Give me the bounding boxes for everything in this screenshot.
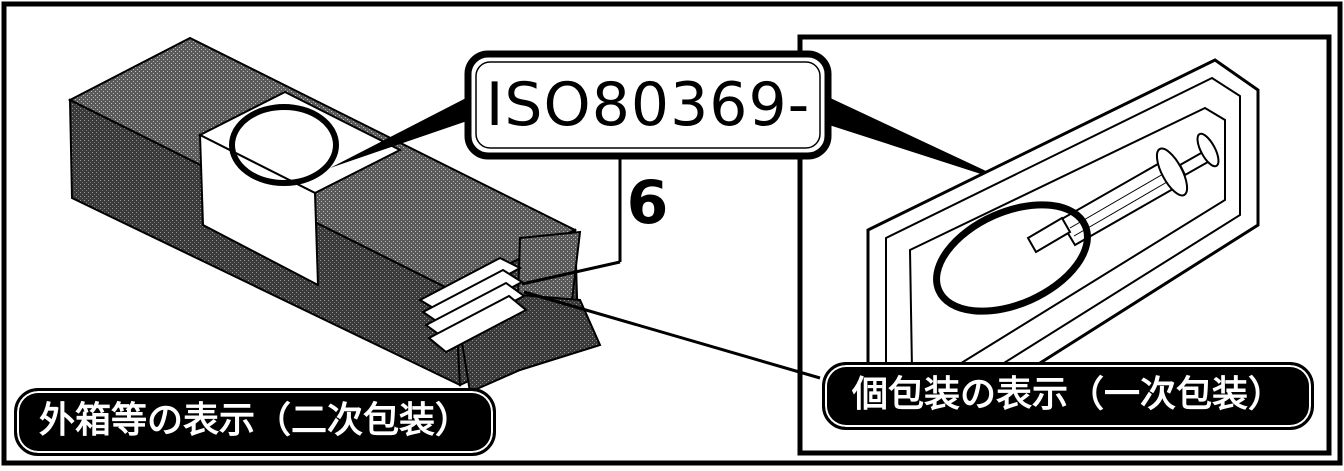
standard-prefix: ISO80369- [485,70,811,140]
standard-suffix: 6 [626,168,670,238]
callout-bubble [330,50,1018,380]
outer-packaging-label: 外箱等の表示（二次包装） [14,388,496,456]
standard-callout-text: ISO80369- 6 [470,56,826,238]
unit-packaging-label: 個包装の表示（一次包装） [822,362,1314,430]
outer-box-illustration [67,36,602,394]
